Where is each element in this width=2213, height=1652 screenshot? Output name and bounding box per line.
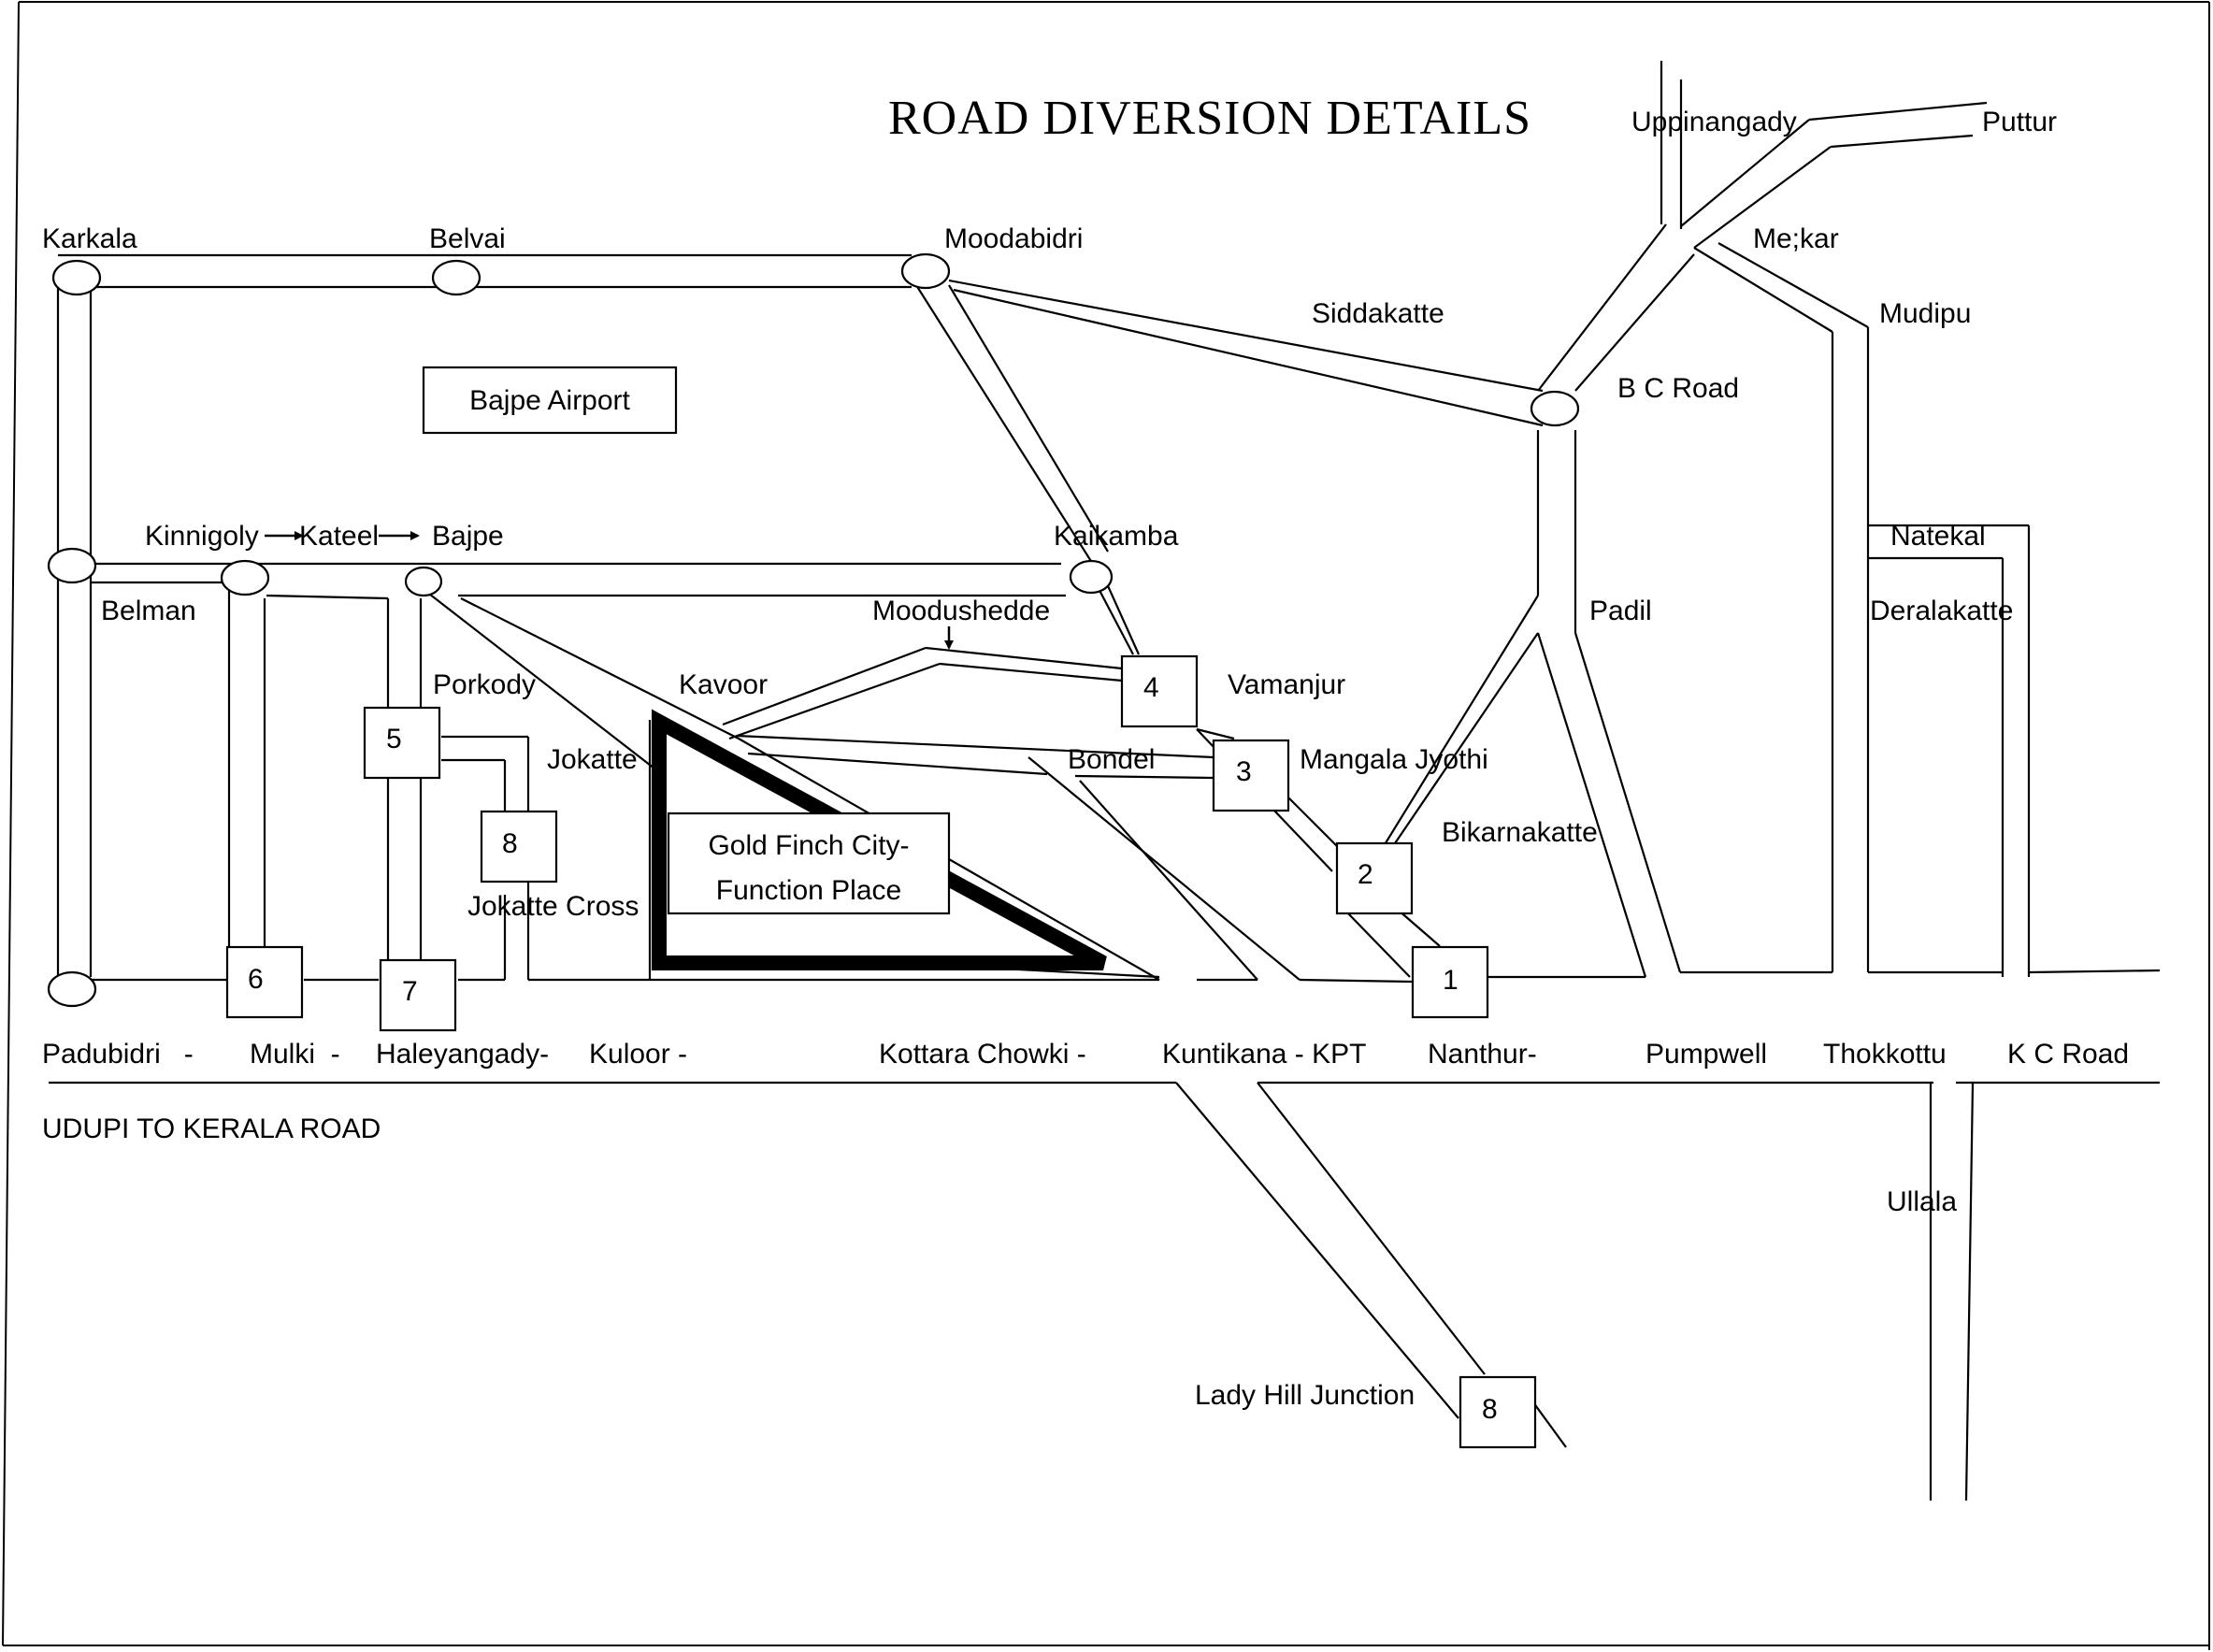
diversion-box-3: 3 bbox=[1212, 739, 1290, 812]
road-bcroad-uppinangady bbox=[1537, 61, 1988, 392]
bajpe-airport-label: Bajpe Airport bbox=[469, 385, 630, 416]
road-bcroad-pumpwell bbox=[1383, 430, 1682, 978]
diversion-number: 7 bbox=[402, 976, 418, 1007]
diversion-box-7: 7 bbox=[379, 958, 457, 1032]
junction-belvai bbox=[431, 259, 481, 296]
junction-karkala bbox=[51, 259, 102, 296]
label-siddakatte: Siddakatte bbox=[1312, 298, 1444, 329]
stop-kuntikana: Kuntikana - KPT bbox=[1162, 1039, 1366, 1070]
label-bajpe: Bajpe bbox=[432, 521, 504, 552]
map-title: ROAD DIVERSION DETAILS bbox=[888, 92, 1531, 145]
road-kavoor-moodushedde bbox=[722, 646, 1123, 740]
stop-padubidri: Padubidri - bbox=[42, 1039, 194, 1070]
diversion-number: 3 bbox=[1236, 756, 1252, 787]
road-kavoor-bondel bbox=[736, 734, 1214, 780]
diversion-boxes: 1 2 3 4 5 6 7 8 bbox=[225, 654, 1537, 1449]
road-network bbox=[49, 61, 2161, 1501]
diversion-number: 5 bbox=[386, 724, 402, 754]
label-deralakatte: Deralakatte bbox=[1870, 596, 2013, 626]
highway-label: UDUPI TO KERALA ROAD bbox=[42, 1113, 381, 1144]
label-bondel: Bondel bbox=[1068, 744, 1155, 775]
label-porkody: Porkody bbox=[433, 669, 536, 700]
label-ullala: Ullala bbox=[1887, 1186, 1957, 1217]
junction-nodes bbox=[47, 252, 1580, 1008]
junction-belman bbox=[47, 547, 97, 584]
diversion-box-4: 4 bbox=[1120, 654, 1199, 728]
diversion-number: 1 bbox=[1443, 965, 1459, 996]
route-arrows bbox=[265, 531, 954, 650]
diversion-box-6: 6 bbox=[225, 945, 304, 1019]
diversion-box-1: 1 bbox=[1411, 945, 1489, 1019]
label-mekar: Me;kar bbox=[1753, 223, 1839, 254]
label-padil: Padil bbox=[1589, 596, 1652, 626]
place-labels: Karkala Belvai Moodabidri Uppinangady Pu… bbox=[42, 107, 2057, 1411]
diversion-number: 2 bbox=[1358, 859, 1373, 890]
junction-padubidri bbox=[47, 970, 97, 1008]
road-kuntikana-ladyhill bbox=[1175, 1082, 1567, 1448]
label-natekal: Natekal bbox=[1890, 521, 1986, 552]
stop-nanthur: Nanthur- bbox=[1428, 1039, 1537, 1070]
road-moodabidri-bcroad bbox=[948, 279, 1544, 427]
label-jokatte: Jokatte bbox=[547, 744, 638, 775]
label-moodushedde: Moodushedde bbox=[872, 596, 1050, 626]
junction-moodabidri bbox=[900, 252, 951, 290]
label-kateel: Kateel bbox=[299, 521, 379, 552]
label-belman: Belman bbox=[101, 596, 196, 626]
road-bondel-kuntikana bbox=[1027, 756, 1300, 981]
stop-haleyangady: Haleyangady- bbox=[376, 1039, 549, 1070]
stop-pumpwell: Pumpwell bbox=[1645, 1039, 1767, 1070]
road-kuloor-nanthur bbox=[528, 975, 1645, 984]
bajpe-airport-box: Bajpe Airport bbox=[422, 366, 678, 435]
diversion-box-5: 5 bbox=[363, 706, 441, 780]
label-kinnigoly: Kinnigoly bbox=[145, 521, 259, 552]
road-kinnigoly-mulki bbox=[227, 589, 266, 947]
stop-kc-road: K C Road bbox=[2007, 1039, 2129, 1070]
gold-finch-city-box: Gold Finch City- Function Place bbox=[667, 812, 951, 915]
junction-bajpe bbox=[404, 566, 443, 597]
diversion-number: 8 bbox=[502, 828, 518, 859]
stop-mulki: Mulki - bbox=[250, 1039, 340, 1070]
diversion-number: 6 bbox=[248, 964, 264, 995]
diversion-number: 4 bbox=[1143, 672, 1159, 703]
road-bajpe-haleyangady bbox=[386, 598, 423, 960]
stop-kuloor: Kuloor - bbox=[589, 1039, 687, 1070]
label-kavoor: Kavoor bbox=[679, 669, 768, 700]
label-mudipu: Mudipu bbox=[1879, 298, 1971, 329]
diversion-box-8-jokatte: 8 bbox=[480, 810, 558, 883]
label-lady-hill-junction: Lady Hill Junction bbox=[1195, 1380, 1415, 1411]
label-belvai: Belvai bbox=[429, 223, 506, 254]
road-mudipu bbox=[1680, 242, 1870, 974]
diversion-number: 8 bbox=[1482, 1394, 1498, 1425]
highway-stop-labels: Padubidri - Mulki - Haleyangady- Kuloor … bbox=[42, 1039, 2129, 1070]
venue-label-line2: Function Place bbox=[716, 875, 901, 906]
label-bc-road: B C Road bbox=[1617, 373, 1739, 404]
diversion-box-8-ladyhill: 8 bbox=[1459, 1375, 1537, 1449]
label-jokatte-cross: Jokatte Cross bbox=[467, 891, 639, 922]
diversion-box-2: 2 bbox=[1335, 841, 1414, 915]
venue-label-line1: Gold Finch City- bbox=[708, 830, 909, 861]
label-vamanjur: Vamanjur bbox=[1228, 669, 1345, 700]
road-natekal bbox=[1868, 524, 2161, 977]
junction-kaikamba bbox=[1069, 559, 1114, 595]
junction-kinnigoly bbox=[220, 559, 270, 596]
road-thokkottu-ullala bbox=[1929, 1082, 1975, 1501]
label-bikarnakatte: Bikarnakatte bbox=[1442, 817, 1598, 848]
label-puttur: Puttur bbox=[1982, 107, 2057, 137]
road-karkala-padubidri bbox=[56, 280, 93, 977]
label-karkala: Karkala bbox=[42, 223, 137, 254]
stop-thokkottu: Thokkottu bbox=[1823, 1039, 1947, 1070]
stop-kottara-chowki: Kottara Chowki - bbox=[879, 1039, 1086, 1070]
label-uppinangady: Uppinangady bbox=[1631, 107, 1797, 137]
label-mangala-jyothi: Mangala Jyothi bbox=[1300, 744, 1488, 775]
road-karkala-moodabidri bbox=[58, 253, 912, 289]
label-moodabidri: Moodabidri bbox=[944, 223, 1083, 254]
junction-bc-road bbox=[1530, 390, 1580, 427]
label-kaikamba: Kaikamba bbox=[1054, 521, 1179, 552]
